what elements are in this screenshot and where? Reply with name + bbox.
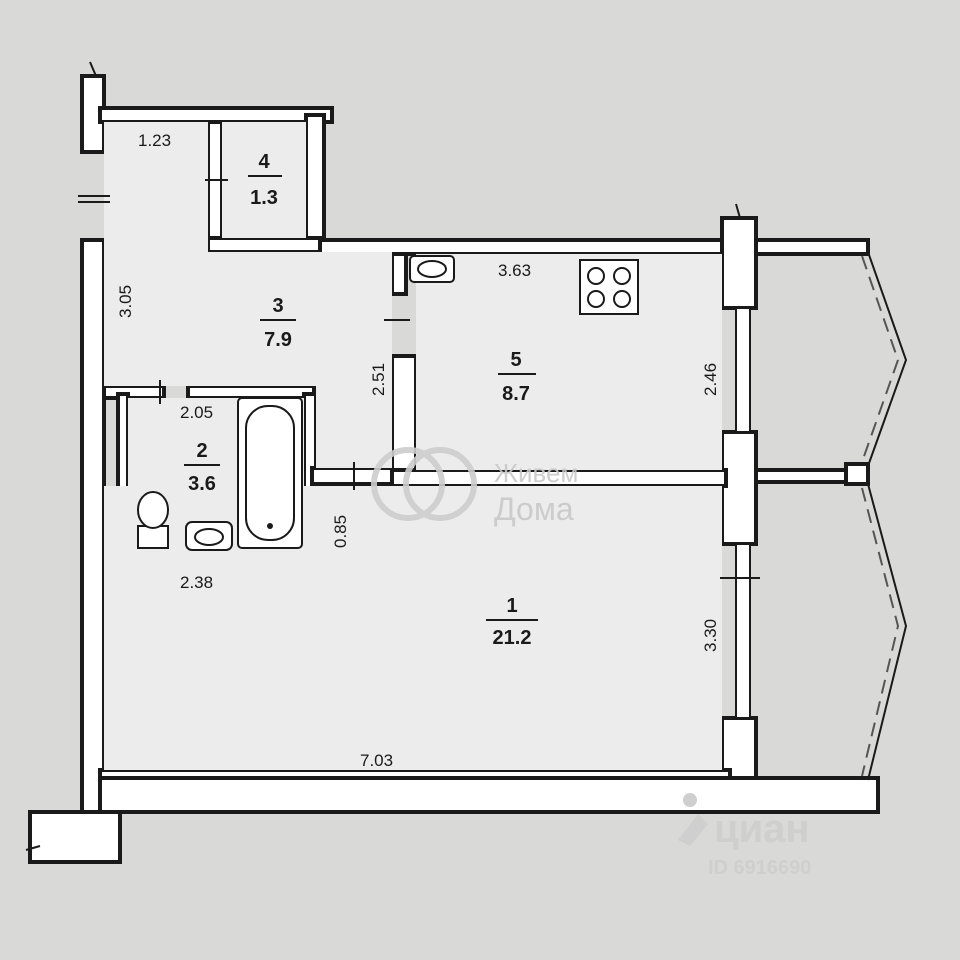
dim-hall-width: 1.23 bbox=[138, 131, 171, 150]
cian-logo-icon bbox=[678, 793, 708, 846]
balcony-upper-outline bbox=[867, 251, 908, 467]
room-3-area: 7.9 bbox=[264, 329, 292, 351]
wall-bottom-ext bbox=[98, 776, 880, 814]
wall-closet-bottom bbox=[206, 236, 322, 254]
wall-bath-top-left bbox=[102, 384, 166, 400]
dim-hall-length: 3.05 bbox=[116, 285, 135, 318]
dim-room-depth: 3.30 bbox=[701, 619, 720, 652]
washbasin-icon bbox=[185, 521, 233, 551]
wall-bath-top bbox=[186, 384, 316, 400]
room-labels: 1 21.2 2 3.6 3 7.9 4 1.3 5 8.7 bbox=[184, 151, 538, 649]
room-1-label: 1 21.2 bbox=[486, 595, 538, 649]
room-2-label: 2 3.6 bbox=[184, 440, 220, 495]
listing-badge: циан ID 6916690 bbox=[678, 793, 811, 879]
door-ticks bbox=[25, 61, 760, 851]
wall-balcony-post bbox=[844, 462, 870, 486]
room-2-number: 2 bbox=[196, 440, 207, 462]
wall-left bbox=[80, 238, 106, 832]
sink-icon bbox=[409, 255, 455, 283]
listing-id: ID 6916690 bbox=[708, 857, 811, 879]
floor-closet bbox=[222, 122, 306, 238]
wall-pillar-top bbox=[720, 216, 758, 310]
room-1-area: 21.2 bbox=[493, 627, 532, 649]
floor-hall bbox=[104, 122, 208, 386]
watermark-line-1: Живем bbox=[494, 458, 578, 488]
toilet-icon bbox=[137, 491, 169, 549]
dim-corridor: 0.85 bbox=[331, 515, 350, 548]
cian-brand: циан bbox=[714, 807, 810, 851]
room-4-label: 4 1.3 bbox=[248, 151, 282, 209]
room-window bbox=[735, 543, 751, 719]
watermark-line-2: Дома bbox=[494, 491, 574, 527]
room-3-label: 3 7.9 bbox=[260, 295, 296, 351]
room-3-number: 3 bbox=[272, 295, 283, 317]
room-4-number: 4 bbox=[258, 151, 270, 173]
room-2-area: 3.6 bbox=[188, 473, 216, 495]
room-4-area: 1.3 bbox=[250, 187, 278, 209]
wall-kitchen-left-top bbox=[390, 252, 408, 296]
watermark: Живем Дома bbox=[371, 447, 578, 527]
wall-closet-left bbox=[206, 120, 224, 244]
room-5-number: 5 bbox=[510, 349, 521, 371]
wall-balcony-divider bbox=[754, 468, 852, 484]
room-5-area: 8.7 bbox=[502, 383, 530, 405]
wall-top-hall bbox=[98, 106, 334, 124]
kitchen-window bbox=[735, 307, 751, 433]
floor-kitchen bbox=[416, 254, 722, 470]
bathtub-icon bbox=[237, 397, 303, 549]
dim-bath-width: 2.05 bbox=[180, 403, 213, 422]
dim-kitchen-left: 2.51 bbox=[369, 363, 388, 396]
wall-closet-right bbox=[304, 113, 326, 247]
dim-kitchen-depth: 2.46 bbox=[701, 363, 720, 396]
house-logo-icon bbox=[371, 447, 477, 521]
dim-kitchen-width: 3.63 bbox=[498, 261, 531, 280]
room-5-label: 5 8.7 bbox=[498, 349, 536, 405]
wall-top-kitchen bbox=[318, 238, 870, 256]
stove-icon bbox=[579, 259, 639, 315]
wall-bottom-left-ext bbox=[28, 810, 122, 864]
dim-bath-bottom: 2.38 bbox=[180, 573, 213, 592]
dim-room-width: 7.03 bbox=[360, 751, 393, 770]
room-1-number: 1 bbox=[506, 595, 517, 617]
dimension-labels: 1.23 3.05 2.05 2.38 0.85 2.51 3.63 2.46 … bbox=[116, 131, 720, 770]
floor-hall-2 bbox=[208, 252, 392, 386]
floor-hall-3 bbox=[316, 386, 392, 468]
balcony-lower-outline bbox=[867, 483, 908, 781]
balcony bbox=[861, 251, 908, 781]
